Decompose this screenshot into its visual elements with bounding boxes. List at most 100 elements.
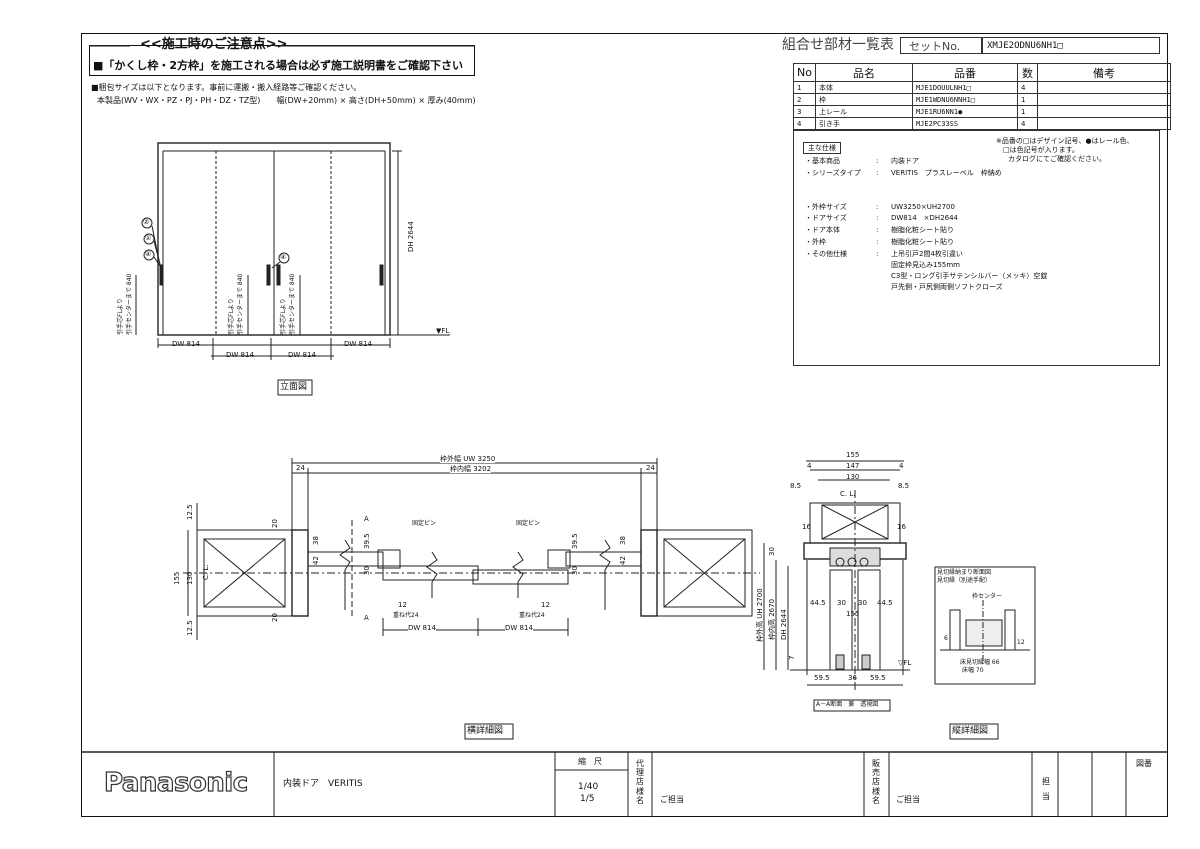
plan-38-right: 38 (619, 536, 627, 545)
spec-value: 樹脂化粧シート貼り (891, 226, 954, 234)
handle-note-a: 引手芯FLより (228, 298, 235, 335)
elevation-drawing (135, 142, 450, 396)
scale-2: 1/5 (580, 794, 595, 804)
spec-key: ・基本商品 (805, 157, 840, 165)
elevation-caption: 立面図 (280, 382, 308, 392)
spec-colon: : (876, 214, 879, 222)
spec-extra: 固定枠見込み155mm (891, 261, 960, 269)
section-4-left: 4 (807, 462, 812, 470)
handle-note-b: 引手センターまで 840 (289, 273, 296, 335)
spec-note-3: カタログにてご確認ください。 (1008, 155, 1106, 163)
detail-cl: 枠センター (972, 593, 1003, 600)
overlap-right: 重ね代24 (519, 612, 545, 619)
scale-1: 1/40 (578, 782, 599, 792)
section-16-left: 16 (802, 523, 811, 531)
section-fl: ▽FL (898, 659, 912, 667)
section-130: 130 (846, 473, 860, 481)
spec-colon: : (876, 157, 879, 165)
plan-inner: 枠内幅 3202 (450, 465, 492, 473)
elevation-fl: ▼FL (436, 327, 450, 335)
detail-dim-6: 6 (944, 635, 948, 642)
callout-2: ② (143, 218, 150, 226)
set-label: セットNo. (909, 40, 961, 53)
spec-colon: : (876, 203, 879, 211)
section-4-right: 4 (899, 462, 904, 470)
spec-key: ・その他仕様 (805, 250, 847, 258)
plan-42-right: 42 (619, 556, 627, 565)
plan-30-right: 30 (571, 566, 579, 575)
elevation-dw-3: DW 814 (288, 351, 316, 359)
parts-table-header: No 品名 品番 数 備考 (793, 63, 1171, 82)
spec-key: ・シリーズタイプ (805, 169, 861, 177)
notice-headline: ■「かくし枠・2方枠」を施工される場合は必ず施工説明書をご確認下さい (93, 59, 464, 72)
agent-label: 代理店様名 (636, 759, 644, 805)
detail-dim-70: 床幅 70 (962, 667, 984, 674)
spec-value: DW814 ×DH2644 (891, 214, 959, 222)
title-block-lines (81, 751, 1168, 817)
section-30-vert: 30 (768, 547, 776, 556)
elevation-dh: DH 2644 (407, 221, 415, 252)
detail-title: 見切縁納まり断面図 (937, 569, 992, 576)
plan-42-left: 42 (312, 556, 320, 565)
section-59-5-right: 59.5 (870, 674, 886, 682)
handle-note-b: 引手センターまで 840 (237, 273, 244, 335)
section-drawing (763, 460, 1036, 740)
set-number: XMJE2ODNU6NH1□ (987, 41, 1063, 51)
elevation-dw-2: DW 814 (226, 351, 254, 359)
handle-note-a: 引手芯FLより (117, 298, 124, 335)
overlap-left: 重ね代24 (393, 612, 419, 619)
drawing-sheet (81, 33, 1168, 817)
spec-extra: C3型・ロング引手サテンシルバー（メッキ）空錠 (891, 272, 1048, 280)
seller-value: ご担当 (896, 795, 920, 804)
spec-extra: 戸先側・戸尻側両側ソフトクローズ (891, 283, 1003, 291)
staff-label: 担当 (1042, 777, 1050, 802)
callout-4: ④ (145, 250, 152, 258)
spec-label: 主な仕様 (808, 144, 836, 152)
spec-value: 樹脂化粧シート貼り (891, 238, 954, 246)
spec-box: ※品番の□はデザイン記号、●はレール色、 □は色記号が入ります。 カタログにてご… (793, 130, 1160, 366)
plan-30-left: 30 (363, 566, 371, 575)
detail-dim-12: 12 (1017, 639, 1025, 646)
plan-155: 155 (173, 571, 181, 585)
plan-a-bottom: A (364, 614, 369, 622)
section-cl: C. L. (840, 490, 856, 498)
set-number-box: XMJE2ODNU6NH1□ (982, 37, 1160, 54)
parts-title: 組合せ部材一覧表 (782, 37, 894, 53)
panasonic-logo: Panasonic (103, 768, 248, 798)
plan-12-left: 12 (398, 601, 407, 609)
scale-label: 縮 尺 (578, 757, 602, 766)
section-dh: DH 2644 (780, 609, 788, 640)
plan-38-left: 38 (312, 536, 320, 545)
spec-label-box: 主な仕様 (803, 142, 841, 154)
section-30-left: 30 (837, 599, 846, 607)
seller-label: 販売店様名 (872, 759, 880, 805)
plan-dw-left: DW 814 (408, 624, 436, 632)
spec-value: 内装ドア (891, 157, 919, 165)
fixpin-left: 固定ピン (412, 520, 437, 527)
notice-title: <<施工時のご注意点>> (140, 37, 288, 52)
detail-dim-66: 床見切縁幅 66 (960, 659, 1000, 666)
section-7: 7 (788, 655, 796, 660)
plan-39-5-right: 39.5 (571, 533, 579, 549)
plan-12-right: 12 (541, 601, 550, 609)
spec-key: ・外枠サイズ (805, 203, 847, 211)
plan-24-right: 24 (646, 464, 655, 472)
package-note-2: 本製品(WV・WX・PZ・PJ・PH・DZ・TZ型) 幅(DW+20mm) × … (97, 96, 476, 105)
handle-note-a: 引手芯FLより (280, 298, 287, 335)
plan-dw-right: DW 814 (505, 624, 533, 632)
section-44-5-left: 44.5 (810, 599, 826, 607)
plan-24-left: 24 (296, 464, 305, 472)
section-59-5-left: 59.5 (814, 674, 830, 682)
plan-39-5-left: 39.5 (363, 533, 371, 549)
spec-colon: : (876, 238, 879, 246)
section-147: 147 (846, 462, 860, 470)
section-155-mid: 155 (846, 610, 860, 618)
detail-sub: 見切縁（別途手配） (937, 577, 992, 584)
spec-value: UW3250×UH2700 (891, 203, 955, 211)
plan-drawing (183, 458, 760, 740)
plan-130: 130 (186, 571, 194, 585)
spec-note-1: ※品番の□はデザイン記号、●はレール色、 (996, 137, 1134, 145)
